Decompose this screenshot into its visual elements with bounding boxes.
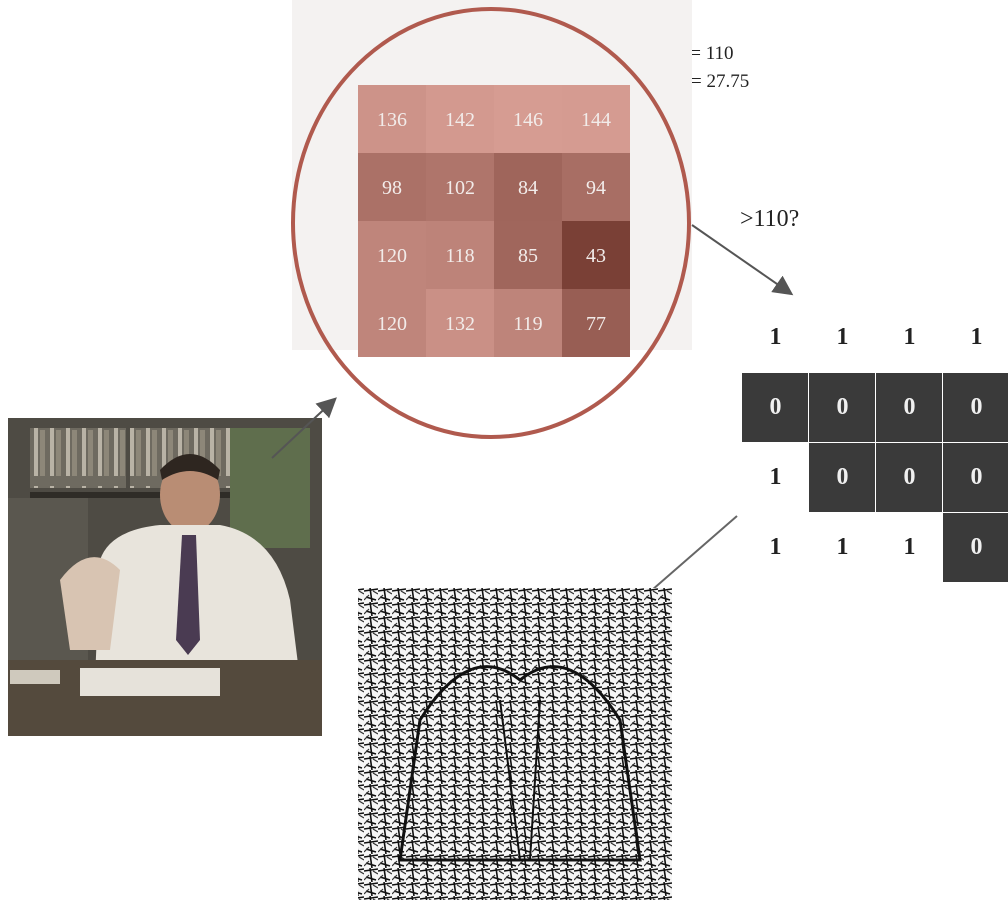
binary-cell-value: 1 bbox=[770, 464, 782, 490]
patch-cell-value: 43 bbox=[586, 245, 606, 267]
patch-cell-value: 132 bbox=[445, 313, 475, 335]
binary-cell-value: 1 bbox=[904, 534, 916, 560]
patch-cell-value: 85 bbox=[518, 245, 538, 267]
patch-cell-value: 146 bbox=[513, 109, 543, 131]
patch-cell bbox=[426, 85, 494, 153]
patch-cell bbox=[562, 289, 630, 357]
binary-cell-value: 1 bbox=[971, 324, 983, 350]
patch-cell-value: 98 bbox=[382, 177, 402, 199]
patch-cell-value: 120 bbox=[377, 313, 407, 335]
patch-cell-value: 142 bbox=[445, 109, 475, 131]
binary-texture-map bbox=[358, 588, 672, 900]
binary-cell-dark bbox=[943, 443, 1008, 512]
binary-cell-dark bbox=[742, 373, 808, 442]
binary-cell-value: 1 bbox=[837, 324, 849, 350]
binary-cell-dark bbox=[809, 443, 875, 512]
binary-cell-value: 1 bbox=[837, 534, 849, 560]
patch-cell-value: 136 bbox=[377, 109, 407, 131]
binary-cell-dark bbox=[943, 373, 1008, 442]
arrow-photo-to-patch bbox=[271, 397, 337, 459]
binary-pattern-grid: 1 1 1 1 0 0 0 0 1 0 0 0 1 1 1 0 bbox=[742, 324, 1008, 582]
patch-cell bbox=[426, 221, 494, 289]
patch-cell-value: 144 bbox=[581, 109, 611, 131]
patch-cell bbox=[358, 289, 426, 357]
patch-cell-value: 77 bbox=[586, 313, 606, 335]
binary-cell-value: 0 bbox=[837, 464, 849, 490]
patch-cell-value: 119 bbox=[513, 313, 542, 335]
patch-cell bbox=[358, 85, 426, 153]
binary-cell-value: 0 bbox=[904, 464, 916, 490]
binary-cell-dark bbox=[876, 443, 942, 512]
binary-cell-value: 1 bbox=[904, 324, 916, 350]
binary-cell-value: 0 bbox=[971, 464, 983, 490]
patch-cell-value: 118 bbox=[445, 245, 474, 267]
binary-cell-dark bbox=[809, 373, 875, 442]
pixel-patch-grid: 136 142 146 144 98 102 84 94 120 118 85 43 120 132 119… bbox=[358, 85, 630, 357]
binary-cell-value: 0 bbox=[971, 394, 983, 420]
binary-cell-value: 1 bbox=[770, 324, 782, 350]
patch-cell bbox=[494, 221, 562, 289]
patch-cell bbox=[358, 221, 426, 289]
patch-cell bbox=[358, 153, 426, 221]
patch-cell bbox=[494, 153, 562, 221]
threshold-question: >110? bbox=[740, 206, 800, 232]
mean-value: 110 bbox=[705, 43, 734, 64]
binary-cell-value: 0 bbox=[971, 534, 983, 560]
patch-cell bbox=[494, 85, 562, 153]
binary-cell-value: 0 bbox=[904, 394, 916, 420]
patch-cell-value: 102 bbox=[445, 177, 475, 199]
patch-cell-value: 84 bbox=[518, 177, 538, 199]
person-at-desk-photo bbox=[8, 418, 322, 736]
patch-cell bbox=[494, 289, 562, 357]
binary-cell-dark bbox=[876, 373, 942, 442]
binary-cell-dark bbox=[943, 513, 1008, 582]
arrow-patch-to-binary bbox=[691, 224, 794, 296]
binary-cell-value: 0 bbox=[770, 394, 782, 420]
patch-cell-value: 120 bbox=[377, 245, 407, 267]
patch-cell bbox=[562, 221, 630, 289]
binary-cell-value: 1 bbox=[770, 534, 782, 560]
std-value: 27.75 bbox=[706, 71, 750, 92]
patch-cell bbox=[562, 153, 630, 221]
patch-cell bbox=[426, 153, 494, 221]
patch-cell bbox=[562, 85, 630, 153]
magnifier-circle bbox=[291, 7, 691, 439]
patch-cell-value: 94 bbox=[586, 177, 606, 199]
binary-cell-value: 0 bbox=[837, 394, 849, 420]
patch-cell bbox=[426, 289, 494, 357]
